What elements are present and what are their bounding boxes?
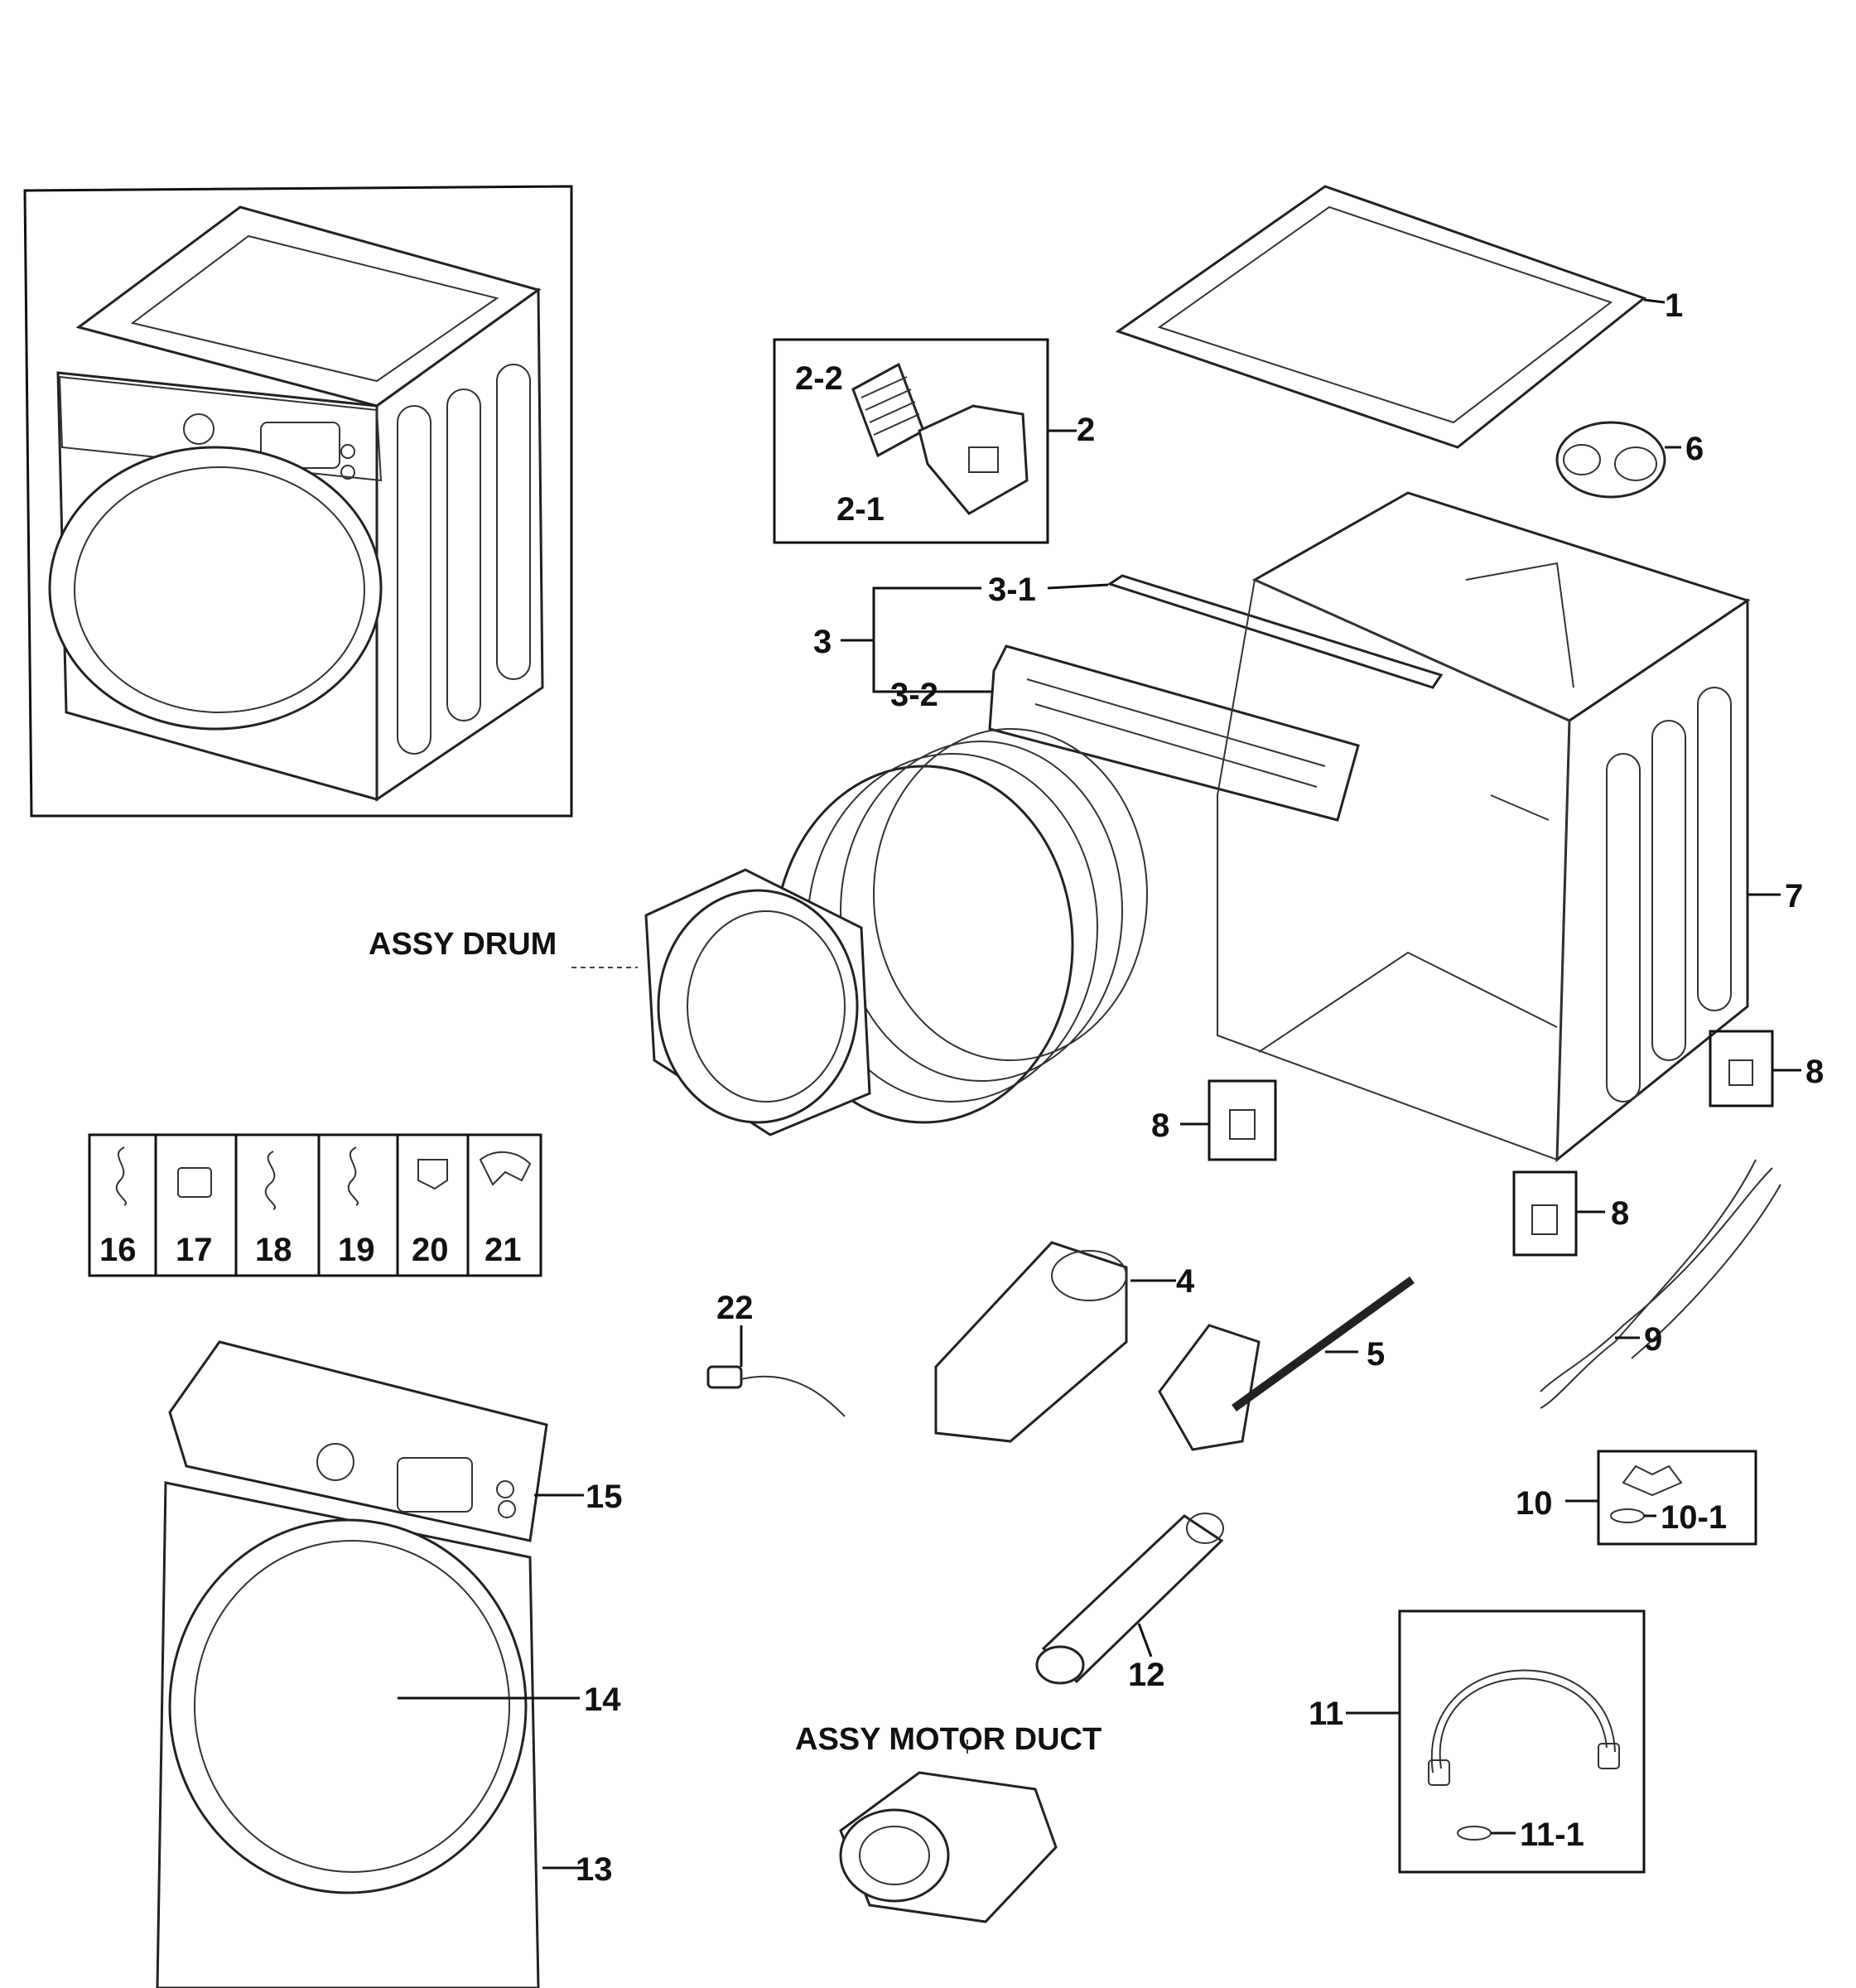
part-22-power-cord xyxy=(706,1325,846,1417)
part-top-cover xyxy=(1115,185,1666,449)
part-3-frame xyxy=(841,574,1444,822)
part-10-group xyxy=(1565,1450,1757,1546)
label-10: 10 xyxy=(1516,1485,1553,1522)
label-3-1: 3-1 xyxy=(988,572,1036,608)
part-6-bracket xyxy=(1555,421,1681,499)
label-15: 15 xyxy=(586,1479,623,1515)
label-20: 20 xyxy=(412,1232,449,1268)
label-1: 1 xyxy=(1665,287,1683,324)
label-9: 9 xyxy=(1644,1321,1662,1358)
part-2-group xyxy=(773,338,1077,544)
label-6: 6 xyxy=(1685,431,1704,467)
label-11-1: 11-1 xyxy=(1520,1817,1584,1853)
label-21: 21 xyxy=(484,1232,522,1268)
label-12: 12 xyxy=(1128,1657,1165,1693)
part-11-group xyxy=(1346,1609,1646,1874)
overview-dryer-illustration xyxy=(23,185,573,818)
part-5-valve xyxy=(1158,1276,1415,1451)
label-8-left: 8 xyxy=(1151,1107,1169,1144)
label-assy-motor-duct: ASSY MOTOR DUCT xyxy=(795,1722,1102,1757)
label-14: 14 xyxy=(584,1682,621,1718)
part-12-duct xyxy=(1035,1513,1224,1685)
label-2-1: 2-1 xyxy=(836,491,885,528)
part-labels: 1 2 2-1 2-2 3 3-1 3-2 4 5 6 7 8 8 8 9 10… xyxy=(99,287,1824,1888)
part-9-harness xyxy=(1540,1159,1781,1409)
label-3-2: 3-2 xyxy=(890,677,938,713)
part-15-control-panel xyxy=(168,1340,584,1542)
label-18: 18 xyxy=(255,1232,292,1268)
label-4: 4 xyxy=(1176,1263,1195,1300)
label-19: 19 xyxy=(338,1232,375,1268)
label-11: 11 xyxy=(1309,1696,1343,1732)
label-assy-drum: ASSY DRUM xyxy=(369,927,557,962)
label-8-bottom: 8 xyxy=(1611,1195,1629,1232)
label-22: 22 xyxy=(716,1290,754,1326)
label-2-2: 2-2 xyxy=(795,360,843,397)
label-13: 13 xyxy=(576,1851,613,1888)
assy-motor-duct-illustration xyxy=(839,1740,1058,1923)
part-13-front-panel xyxy=(156,1481,584,1988)
clips-panel xyxy=(88,1133,542,1277)
assy-drum-illustration xyxy=(571,728,1148,1136)
label-3: 3 xyxy=(813,624,832,660)
label-17: 17 xyxy=(176,1232,213,1268)
label-7: 7 xyxy=(1785,878,1803,914)
part-4-heater xyxy=(934,1241,1176,1443)
part-cabinet xyxy=(1217,491,1781,1163)
label-2: 2 xyxy=(1077,412,1095,448)
part-8-feet xyxy=(1180,1030,1801,1257)
label-5: 5 xyxy=(1367,1336,1385,1373)
label-10-1: 10-1 xyxy=(1661,1499,1727,1536)
label-8-right: 8 xyxy=(1805,1054,1824,1090)
label-16: 16 xyxy=(99,1232,137,1268)
